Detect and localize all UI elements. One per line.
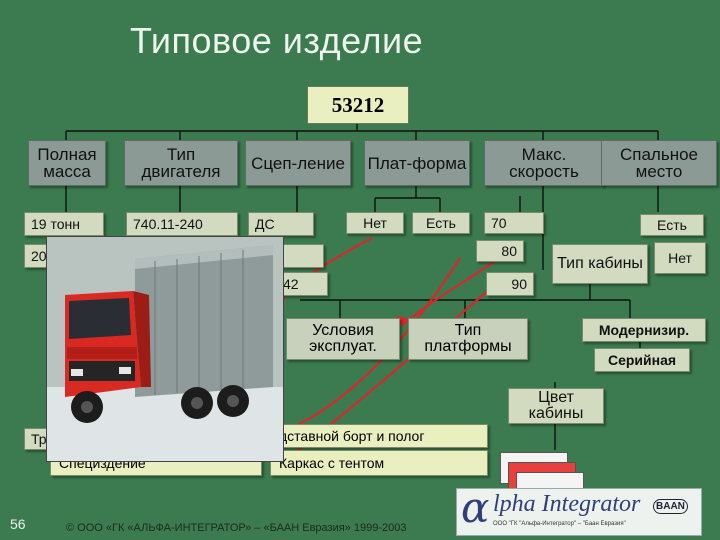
value-platform-yes[interactable]: Есть — [412, 212, 470, 234]
value-drop-side[interactable]: дставной борт и полог — [270, 424, 488, 448]
value-mass-19[interactable]: 19 тонн — [24, 212, 104, 236]
value-engine-740[interactable]: 740.11-240 — [126, 212, 238, 236]
attr-conditions[interactable]: Условия эксплуат. — [286, 318, 400, 360]
logo-name: lpha Integrator — [493, 491, 641, 517]
red-truck-photo — [46, 236, 284, 462]
baan-badge: BAAN — [653, 499, 688, 514]
value-coupling-42[interactable]: 42 — [276, 272, 328, 296]
attr-cabin-type[interactable]: Тип кабины — [552, 244, 648, 284]
page-number: 56 — [10, 516, 26, 532]
attr-platform[interactable]: Плат-форма — [364, 140, 470, 186]
attr-engine-type[interactable]: Тип двигателя — [124, 140, 238, 186]
attr-sleeper[interactable]: Спальное место — [601, 140, 717, 186]
value-coupling-ds[interactable]: ДС — [248, 212, 314, 236]
attr-full-mass[interactable]: Полная масса — [28, 140, 106, 186]
attr-cabin-color[interactable]: Цвет кабины — [508, 388, 604, 424]
value-sleeper-yes[interactable]: Есть — [640, 214, 704, 236]
value-speed-70[interactable]: 70 — [484, 212, 544, 234]
value-speed-80[interactable]: 80 — [476, 240, 524, 262]
truck-illustration — [47, 237, 283, 461]
value-modernized[interactable]: Модернизир. — [582, 318, 706, 342]
value-serial[interactable]: Серийная — [594, 348, 690, 372]
alpha-icon: α — [461, 483, 490, 532]
product-code[interactable]: 53212 — [307, 86, 409, 124]
attr-max-speed[interactable]: Макс. скорость — [484, 140, 604, 186]
value-speed-90[interactable]: 90 — [486, 272, 534, 296]
alpha-integrator-logo: α lpha Integrator ООО "ГК "Альфа-Интегра… — [456, 483, 702, 536]
attr-coupling[interactable]: Сцеп-ление — [245, 140, 351, 186]
value-frame-tent[interactable]: Каркас с тентом — [270, 450, 488, 476]
footer-copyright: © ООО «ГК «АЛЬФА-ИНТЕГРАТОР» – «БААН Евр… — [66, 522, 407, 534]
logo-caption: ООО "ГК "Альфа-Интегратор" – "Баан Евраз… — [493, 521, 626, 527]
value-platform-no[interactable]: Нет — [346, 212, 404, 234]
slide-title: Типовое изделие — [130, 20, 424, 61]
attr-platform-type[interactable]: Тип платформы — [408, 318, 528, 360]
value-sleeper-no[interactable]: Нет — [654, 242, 706, 274]
